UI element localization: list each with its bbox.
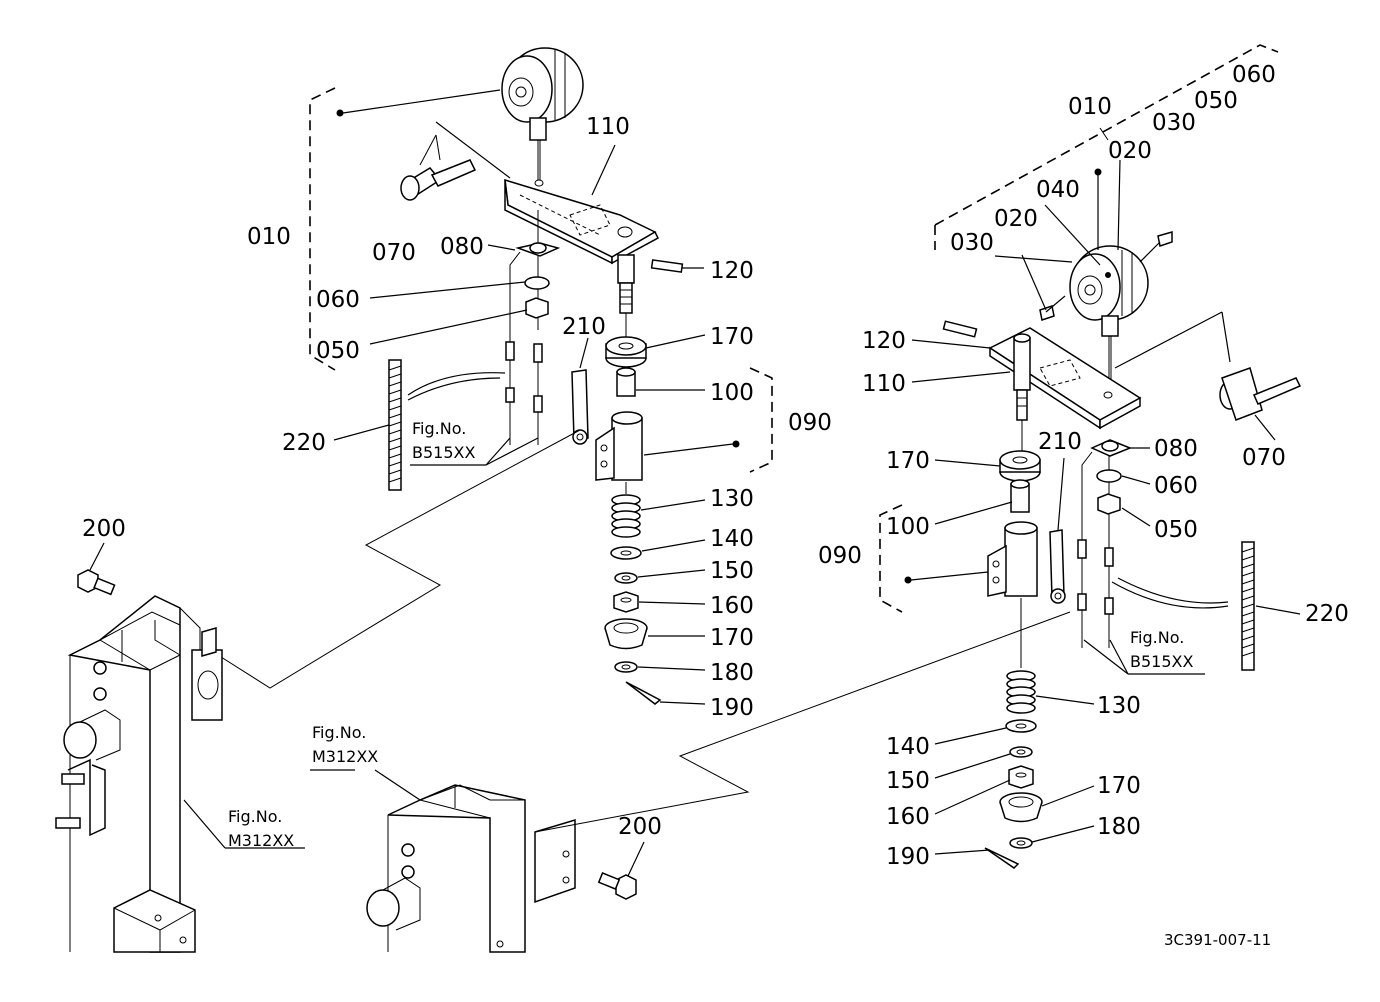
label-170-lower: 170 bbox=[710, 625, 754, 651]
part-labels-right: 060 010 050 030 020 040 020 030 120 110 … bbox=[618, 62, 1349, 870]
right-switch-070 bbox=[1114, 311, 1302, 441]
left-cable-set bbox=[407, 210, 561, 445]
label-150-right: 150 bbox=[886, 768, 930, 794]
fig-ref-center-m312-label: Fig.No. bbox=[312, 723, 366, 742]
label-110: 110 bbox=[586, 114, 630, 140]
left-threaded-rod-220 bbox=[388, 359, 402, 491]
label-050-top: 050 bbox=[1194, 88, 1238, 114]
label-030-lower: 030 bbox=[950, 230, 994, 256]
label-220: 220 bbox=[282, 430, 326, 456]
label-170-upper: 170 bbox=[710, 324, 754, 350]
fig-ref-left-b515-code: B515XX bbox=[412, 443, 475, 462]
center-bolt-200 bbox=[597, 841, 645, 900]
right-bracket-110 bbox=[988, 327, 1142, 452]
label-090-right: 090 bbox=[818, 543, 862, 569]
left-switch-070 bbox=[400, 121, 511, 201]
label-190: 190 bbox=[710, 695, 754, 721]
label-200: 200 bbox=[82, 516, 126, 542]
label-170-lower-right: 170 bbox=[1097, 773, 1141, 799]
left-bolt-200 bbox=[77, 542, 116, 596]
left-work-lamp bbox=[501, 47, 584, 180]
label-070-right: 070 bbox=[1242, 445, 1286, 471]
label-060-top: 060 bbox=[1232, 62, 1276, 88]
label-130-right: 130 bbox=[1097, 693, 1141, 719]
label-020-top: 020 bbox=[1108, 138, 1152, 164]
label-130: 130 bbox=[710, 486, 754, 512]
label-010: 010 bbox=[247, 224, 291, 250]
label-180-right: 180 bbox=[1097, 814, 1141, 840]
left-assembly bbox=[55, 47, 773, 953]
drawing-code: 3C391-007-11 bbox=[1164, 931, 1271, 949]
left-bracket-110 bbox=[504, 144, 659, 265]
left-pivot-stack bbox=[571, 254, 773, 705]
label-010-right: 010 bbox=[1068, 94, 1112, 120]
label-110-right: 110 bbox=[862, 371, 906, 397]
fig-ref-right-b515-label: Fig.No. bbox=[1130, 628, 1184, 647]
right-pivot-stack bbox=[879, 450, 1095, 869]
fig-ref-center-m312-code: M312XX bbox=[312, 747, 378, 766]
label-030-top: 030 bbox=[1152, 110, 1196, 136]
label-210: 210 bbox=[562, 314, 606, 340]
label-020-lower: 020 bbox=[994, 206, 1038, 232]
label-180: 180 bbox=[710, 660, 754, 686]
label-150: 150 bbox=[710, 558, 754, 584]
label-040: 040 bbox=[1036, 177, 1080, 203]
label-210-right: 210 bbox=[1038, 429, 1082, 455]
label-070: 070 bbox=[372, 240, 416, 266]
label-050: 050 bbox=[316, 338, 360, 364]
part-labels-left: 010 070 110 080 120 060 050 210 170 100 … bbox=[82, 114, 832, 721]
label-170-upper-right: 170 bbox=[886, 448, 930, 474]
fig-ref-left-m312-label: Fig.No. bbox=[228, 807, 282, 826]
label-190-right: 190 bbox=[886, 844, 930, 870]
fig-ref-left-m312-code: M312XX bbox=[228, 831, 294, 850]
label-120-right: 120 bbox=[862, 328, 906, 354]
label-060: 060 bbox=[316, 287, 360, 313]
right-spring-130 bbox=[1006, 670, 1036, 714]
left-spring-130 bbox=[611, 494, 641, 538]
left-frame bbox=[55, 595, 223, 953]
label-200-center: 200 bbox=[618, 814, 662, 840]
right-cable-set bbox=[1077, 439, 1229, 648]
center-frame bbox=[310, 611, 1071, 953]
label-160: 160 bbox=[710, 593, 754, 619]
label-060-right: 060 bbox=[1154, 473, 1198, 499]
right-threaded-rod-220 bbox=[1241, 541, 1255, 671]
figure-references: Fig.No. B515XX Fig.No. B515XX Fig.No. M3… bbox=[228, 419, 1193, 850]
fig-ref-right-b515-code: B515XX bbox=[1130, 652, 1193, 671]
label-140-right: 140 bbox=[886, 734, 930, 760]
label-050-right: 050 bbox=[1154, 517, 1198, 543]
label-220-right: 220 bbox=[1305, 601, 1349, 627]
label-140: 140 bbox=[710, 526, 754, 552]
label-120: 120 bbox=[710, 258, 754, 284]
right-work-lamp bbox=[1039, 231, 1173, 394]
label-080: 080 bbox=[440, 234, 484, 260]
label-100-right: 100 bbox=[886, 514, 930, 540]
label-160-right: 160 bbox=[886, 804, 930, 830]
label-090: 090 bbox=[788, 410, 832, 436]
label-080-right: 080 bbox=[1154, 436, 1198, 462]
label-100: 100 bbox=[710, 380, 754, 406]
right-assembly bbox=[879, 44, 1302, 869]
fig-ref-left-b515-label: Fig.No. bbox=[412, 419, 466, 438]
